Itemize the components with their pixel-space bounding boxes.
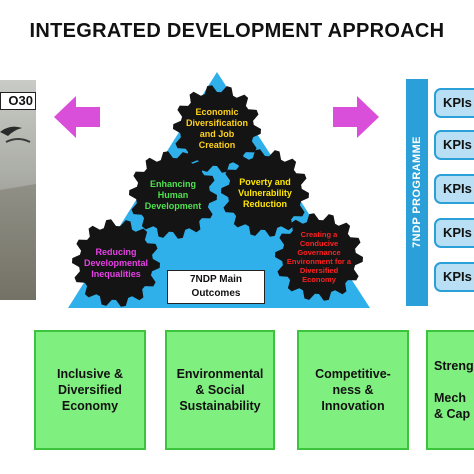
gear-1-label: Economic Diversification and Job Creatio… [186,107,249,150]
main-outcomes-label: 7NDP Main Outcomes [167,270,265,304]
gear-2: Enhancing Human Development [128,150,218,240]
gear-5-label: Creating a Conducive Governance Environm… [286,230,352,284]
kpi-box-4: KPIs [434,218,474,248]
kpi-box-1: KPIs [434,88,474,118]
outcome-box-2: Environmental & Social Sustainability [165,330,275,450]
diagram-title: INTEGRATED DEVELOPMENT APPROACH [29,20,445,42]
gear-icon [275,213,363,301]
gear-4-label: Reducing Developmental Inequalities [84,246,149,279]
gear-icon [173,85,261,173]
programme-label: 7NDP PROGRAMME [411,136,423,248]
vision-label: O30 [0,92,36,110]
gear-4: Reducing Developmental Inequalities [71,218,161,308]
kpi-box-5: KPIs [434,262,474,292]
outcome-label: Environmental & Social Sustainability [176,367,264,413]
kpi-box-3: KPIs [434,174,474,204]
programme-bar [406,79,428,306]
gear-2-label: Enhancing Human Development [144,178,202,211]
outcome-label: Inclusive & Diversified Economy [57,367,123,413]
gear-icon [129,151,217,239]
gear-icon [221,149,309,237]
kpi-box-2: KPIs [434,130,474,160]
outcome-box-4: Streng Mech & Cap [426,330,474,450]
gear-3-label: Poverty and Vulnerability Reduction [238,176,292,209]
right-arrow-icon [333,96,379,138]
gear-1: Economic Diversification and Job Creatio… [172,84,262,174]
outcome-box-3: Competitive- ness & Innovation [297,330,409,450]
outcome-label: Streng Mech & Cap [434,359,474,421]
outcome-label: Competitive- ness & Innovation [315,367,391,413]
left-arrow-icon [54,96,100,138]
vision-photo: O30 [0,80,36,300]
main-outcomes-text: 7NDP Main Outcomes [189,274,243,299]
gear-icon [72,219,160,307]
outcome-box-1: Inclusive & Diversified Economy [34,330,146,450]
gear-3: Poverty and Vulnerability Reduction [220,148,310,238]
gear-5: Creating a Conducive Governance Environm… [274,212,364,302]
bird-silhouette-icon [0,126,36,300]
